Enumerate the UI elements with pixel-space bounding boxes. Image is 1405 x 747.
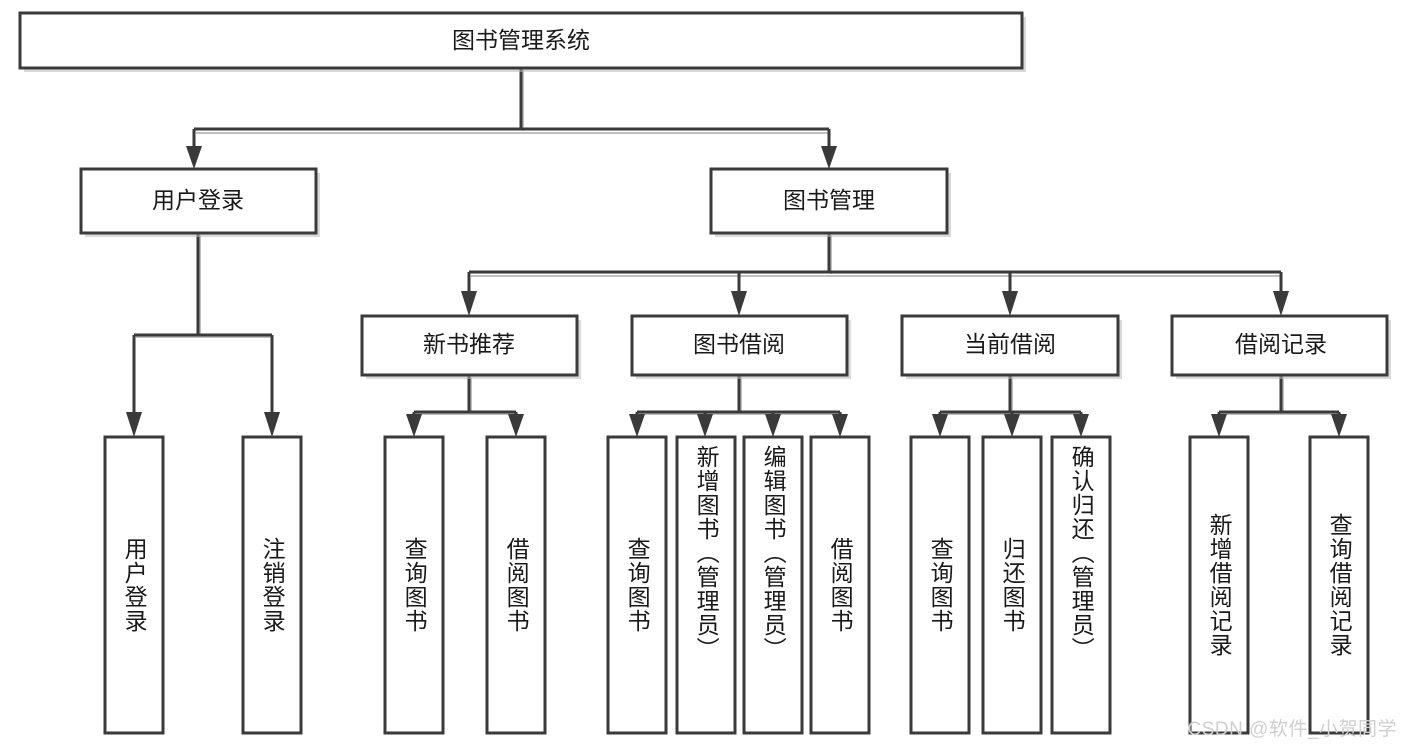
arrow-bb-to-leaf-add-book <box>697 414 713 437</box>
leaf-node-query-borrow-record[interactable] <box>1308 435 1370 735</box>
edge-borrow-records-to-leaves <box>1217 375 1341 416</box>
edge-book-management-to-level3-bus <box>467 233 1283 293</box>
arrow-cb-to-leaf-confirm-return <box>1073 414 1089 437</box>
arrow-root-to-user-login <box>186 146 202 169</box>
leaf-node-query-book-borrow[interactable] <box>606 435 668 735</box>
leaf-node-confirm-return-admin[interactable] <box>1050 435 1112 735</box>
leaf-node-return-book[interactable] <box>981 435 1043 735</box>
node-root[interactable]: 图书管理系统 <box>18 11 1026 72</box>
leaf-node-query-book-recommend[interactable] <box>383 435 445 735</box>
edge-user-login-to-leaves <box>132 233 274 414</box>
node-book-borrow-label: 图书借阅 <box>693 331 785 357</box>
arrow-bb-to-leaf-query-book <box>629 414 645 437</box>
leaf-node-add-book-admin[interactable] <box>675 435 737 735</box>
node-current-borrow[interactable]: 当前借阅 <box>900 314 1122 379</box>
node-book-borrow[interactable]: 图书借阅 <box>630 314 851 379</box>
node-borrow-records[interactable]: 借阅记录 <box>1170 314 1391 379</box>
edge-current-borrow-to-leaves <box>938 375 1083 416</box>
node-user-login[interactable]: 用户登录 <box>79 167 320 237</box>
arrow-bm-to-book-borrow <box>731 291 747 316</box>
arrow-bm-to-new-book-recommend <box>461 291 477 316</box>
node-root-label: 图书管理系统 <box>452 27 590 53</box>
arrow-br-to-leaf-query-record <box>1331 414 1347 437</box>
node-current-borrow-label: 当前借阅 <box>964 331 1056 357</box>
arrow-bm-to-borrow-records <box>1273 291 1289 316</box>
node-new-book-recommend-label: 新书推荐 <box>423 331 515 357</box>
connector-layer <box>126 68 1347 437</box>
leaf-node-add-borrow-record[interactable] <box>1188 435 1250 735</box>
leaf-node-query-book-current[interactable] <box>909 435 971 735</box>
arrow-cb-to-leaf-query-book <box>932 414 948 437</box>
node-book-management[interactable]: 图书管理 <box>709 167 951 237</box>
leaf-node-borrow-book-recommend[interactable] <box>485 435 547 735</box>
arrow-cb-to-leaf-return-book <box>1004 414 1020 437</box>
arrow-user-login-to-leaf-logout <box>264 412 280 437</box>
leaf-node-user-login[interactable] <box>103 435 165 735</box>
arrow-br-to-leaf-add-record <box>1211 414 1227 437</box>
leaf-node-edit-book-admin[interactable] <box>742 435 804 735</box>
node-borrow-records-label: 借阅记录 <box>1235 331 1327 357</box>
arrow-bb-to-leaf-borrow-book <box>832 414 848 437</box>
csdn-watermark: CSDN @软件_小贺同学 <box>1187 719 1397 740</box>
edge-book-borrow-to-leaves <box>635 375 842 416</box>
leaf-node-logout[interactable] <box>241 435 303 735</box>
arrow-bm-to-current-borrow <box>1002 291 1018 316</box>
arrow-nbr-to-leaf-query-book <box>406 414 422 437</box>
leaf-node-borrow-book[interactable] <box>809 435 871 735</box>
node-user-login-label: 用户登录 <box>152 187 244 213</box>
edge-root-to-level2-bus <box>192 68 831 148</box>
edge-new-book-recommend-to-leaves <box>412 375 518 416</box>
arrow-user-login-to-leaf-user-login <box>126 412 142 437</box>
arrow-nbr-to-leaf-borrow-book <box>508 414 524 437</box>
arrow-root-to-book-management <box>821 146 837 169</box>
node-new-book-recommend[interactable]: 新书推荐 <box>360 314 581 379</box>
arrow-bb-to-leaf-edit-book <box>765 414 781 437</box>
node-book-management-label: 图书管理 <box>783 187 875 213</box>
